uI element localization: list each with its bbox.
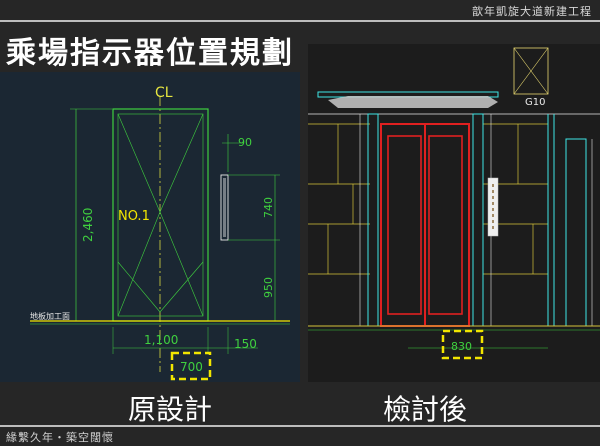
dim-90: 90 (238, 136, 252, 149)
car-label: NO.1 (118, 209, 150, 224)
dim-car-height: 2,460 (81, 208, 95, 242)
floor-finish-label: 地板加工面 (30, 311, 70, 321)
dim-car-width: 1,100 (144, 333, 178, 347)
dim-830: 830 (451, 340, 472, 353)
caption-original-design: 原設計 (128, 393, 213, 426)
top-divider (0, 20, 600, 22)
revised-design-drawing: G10 830 (308, 44, 600, 382)
original-design-svg: CL NO.1 2,460 90 740 950 地板加工面 1,100 150… (30, 85, 290, 381)
grid-tag: G10 (525, 97, 545, 108)
caption-revised-design: 檢討後 (383, 393, 468, 426)
project-title: 歆年凱旋大道新建工程 (472, 5, 592, 18)
dim-150: 150 (234, 337, 257, 351)
dim-700: 700 (180, 360, 203, 374)
revised-design-svg: G10 830 (308, 47, 600, 360)
original-design-drawing: CL NO.1 2,460 90 740 950 地板加工面 1,100 150… (0, 72, 300, 382)
bottom-divider (0, 425, 600, 427)
slide-title: 乘場指示器位置規劃 (6, 36, 294, 71)
dim-740: 740 (262, 197, 275, 218)
highlight-box-700 (170, 351, 212, 381)
dim-950: 950 (262, 277, 275, 298)
centerline-mark: CL (155, 85, 173, 101)
footer-slogan: 緣繫久年・築空闊懷 (6, 431, 114, 444)
